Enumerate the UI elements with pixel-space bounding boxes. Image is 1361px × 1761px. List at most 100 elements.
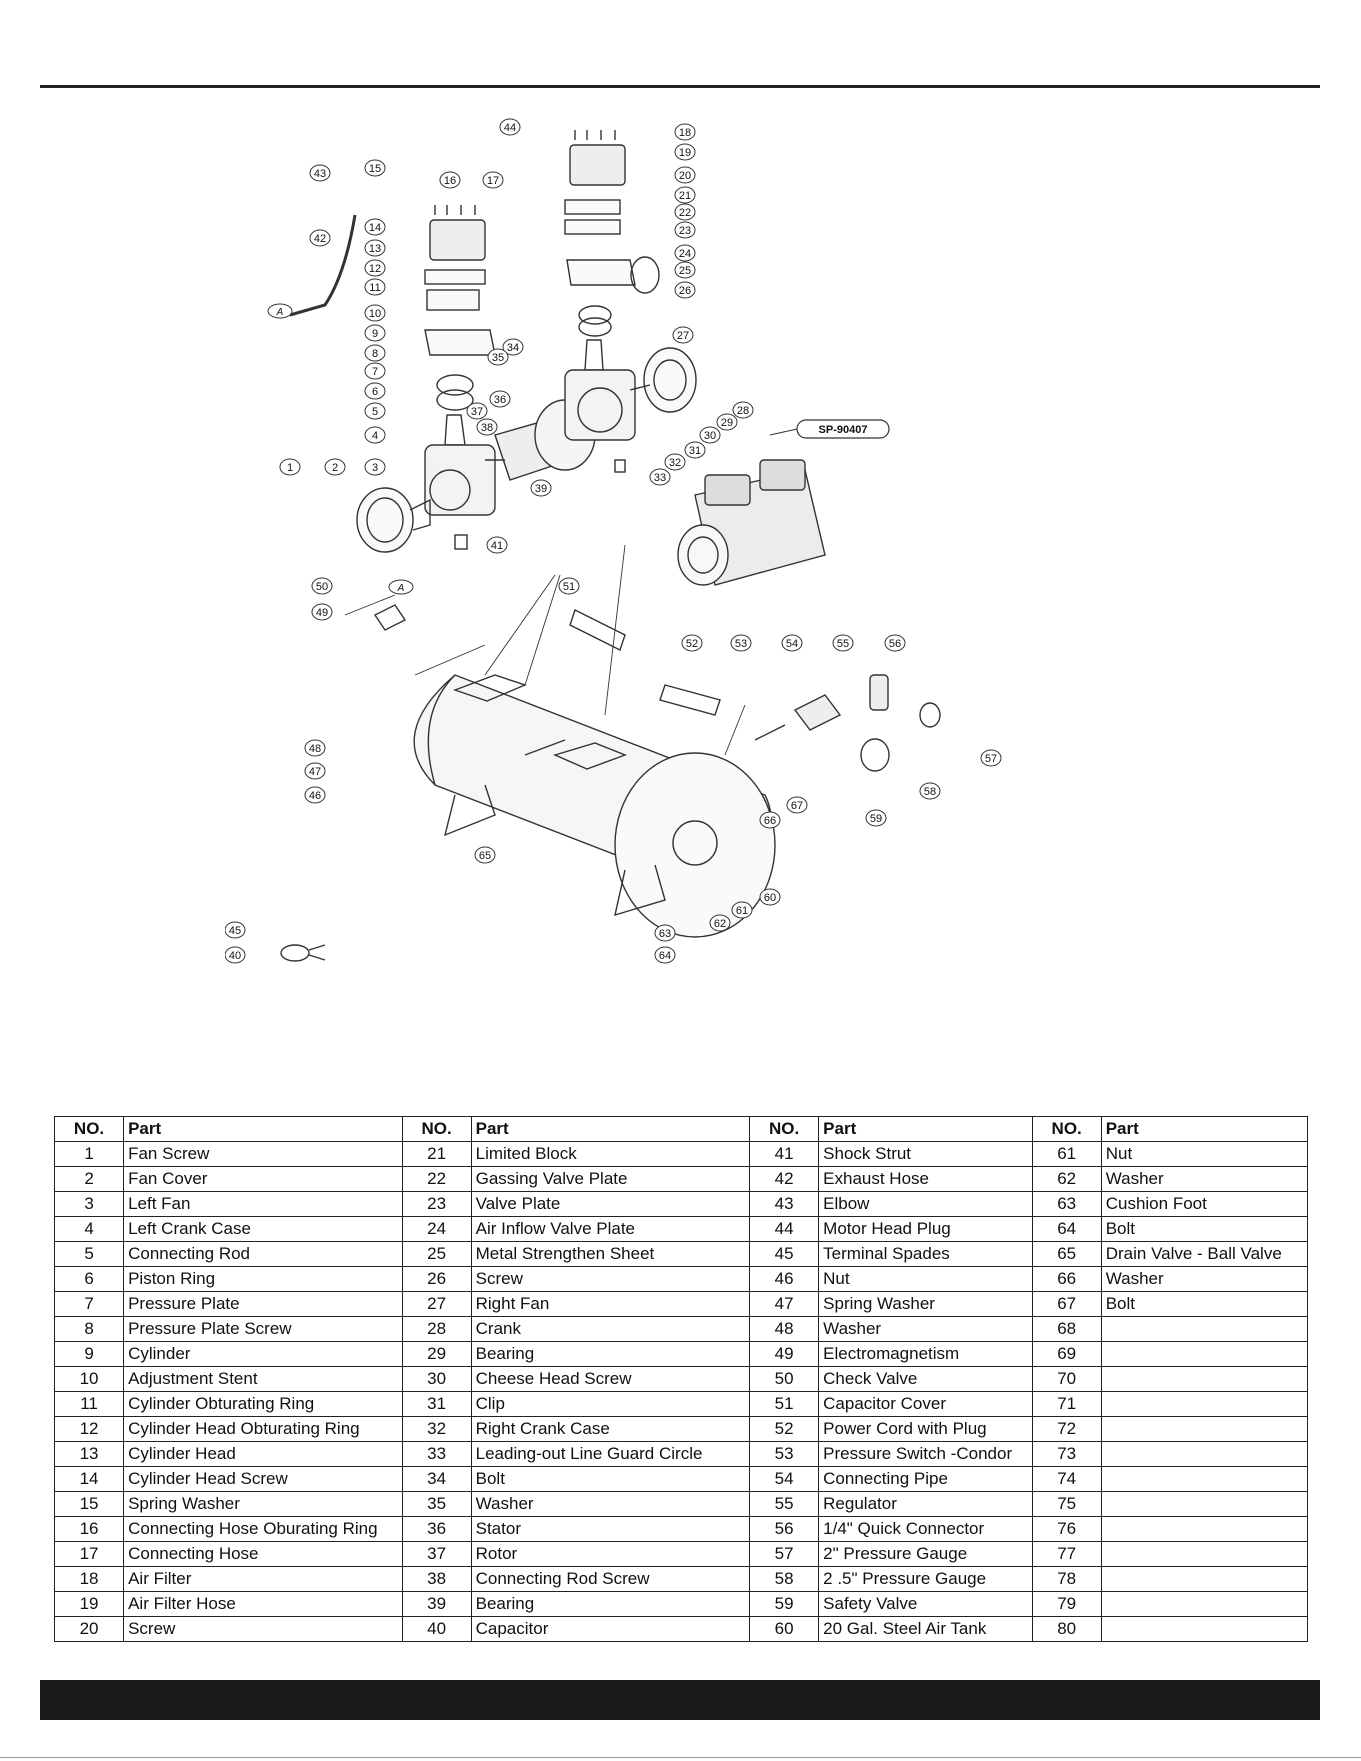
svg-text:12: 12 [369, 263, 381, 275]
header-no: NO. [1031, 1116, 1102, 1142]
part-name-cell: Stator [470, 1516, 751, 1542]
part-number-cell: 19 [53, 1591, 125, 1617]
part-name-cell [1100, 1441, 1309, 1467]
part-name-cell: 2" Pressure Gauge [818, 1541, 1033, 1567]
svg-text:41: 41 [491, 540, 503, 552]
svg-text:14: 14 [369, 222, 381, 234]
part-name-cell: Safety Valve [818, 1591, 1033, 1617]
part-name-cell: Limited Block [470, 1141, 751, 1167]
part-name-cell: Cylinder Head [123, 1441, 403, 1467]
callout-26: 26 [674, 281, 696, 299]
svg-text:61: 61 [736, 905, 748, 917]
part-number-cell: 47 [749, 1291, 820, 1317]
part-number-cell: 56 [749, 1516, 820, 1542]
part-number-cell: 24 [401, 1216, 472, 1242]
part-number-cell: 25 [401, 1241, 472, 1267]
svg-text:60: 60 [764, 892, 776, 904]
callout-44: 44 [499, 118, 521, 136]
header-no: NO. [53, 1116, 125, 1142]
callout-22: 22 [674, 203, 696, 221]
part-number-cell: 70 [1031, 1366, 1102, 1392]
part-number-cell: 13 [53, 1441, 125, 1467]
part-number-cell: 57 [749, 1541, 820, 1567]
part-name-cell: Electromagnetism [818, 1341, 1033, 1367]
svg-text:A: A [397, 583, 405, 594]
svg-text:18: 18 [679, 127, 691, 139]
callout-60: 60 [759, 888, 781, 906]
table-header-row: NO. Part NO. Part NO. Part NO. Part [53, 1116, 1309, 1142]
part-name-cell: Bearing [470, 1591, 751, 1617]
part-number-cell: 22 [401, 1166, 472, 1192]
part-number-cell: 72 [1031, 1416, 1102, 1442]
part-name-cell: Air Filter Hose [123, 1591, 403, 1617]
callout-48: 48 [304, 739, 326, 757]
part-number-cell: 37 [401, 1541, 472, 1567]
part-name-cell: 2 .5" Pressure Gauge [818, 1566, 1033, 1592]
svg-text:10: 10 [369, 308, 381, 320]
callout-57: 57 [980, 749, 1002, 767]
svg-text:37: 37 [471, 406, 483, 418]
callout-64: 64 [654, 946, 676, 964]
part-number-cell: 8 [53, 1316, 125, 1342]
part-number-cell: 68 [1031, 1316, 1102, 1342]
part-name-cell: Connecting Rod [123, 1241, 403, 1267]
callout-27: 27 [672, 326, 694, 344]
callout-59: 59 [865, 809, 887, 827]
header-part: Part [1100, 1116, 1309, 1142]
part-name-cell: Spring Washer [818, 1291, 1033, 1317]
part-name-cell: Pressure Plate [123, 1291, 403, 1317]
callout-8: 8 [364, 344, 386, 362]
part-name-cell: Connecting Rod Screw [470, 1566, 751, 1592]
svg-text:56: 56 [889, 638, 901, 650]
part-number-cell: 61 [1031, 1141, 1102, 1167]
part-name-cell: Washer [818, 1316, 1033, 1342]
callout-49: 49 [311, 603, 333, 621]
part-name-cell: Screw [470, 1266, 751, 1292]
exhaust-hose [289, 214, 357, 317]
callout-23: 23 [674, 221, 696, 239]
svg-text:13: 13 [369, 243, 381, 255]
svg-text:2: 2 [332, 462, 338, 474]
svg-text:47: 47 [309, 766, 321, 778]
part-name-cell [1100, 1516, 1309, 1542]
part-name-cell: Bolt [470, 1466, 751, 1492]
part-number-cell: 6 [53, 1266, 125, 1292]
footer-bar [40, 1680, 1320, 1720]
part-name-cell: Air Inflow Valve Plate [470, 1216, 751, 1242]
svg-text:24: 24 [679, 248, 691, 260]
callout-34: 34 [502, 338, 524, 356]
part-number-cell: 75 [1031, 1491, 1102, 1517]
part-name-cell: Check Valve [818, 1366, 1033, 1392]
part-number-cell: 51 [749, 1391, 820, 1417]
callout-58: 58 [919, 782, 941, 800]
callout-62: 62 [709, 914, 731, 932]
callout-19: 19 [674, 143, 696, 161]
part-number-cell: 63 [1031, 1191, 1102, 1217]
svg-text:62: 62 [714, 918, 726, 930]
part-name-cell: Pressure Plate Screw [123, 1316, 403, 1342]
svg-text:25: 25 [679, 265, 691, 277]
callout-67: 67 [786, 796, 808, 814]
part-name-cell [1100, 1566, 1309, 1592]
svg-text:52: 52 [686, 638, 698, 650]
svg-text:17: 17 [487, 175, 499, 187]
part-number-cell: 3 [53, 1191, 125, 1217]
part-name-cell: Adjustment Stent [123, 1366, 403, 1392]
svg-text:27: 27 [677, 330, 689, 342]
callout-25: 25 [674, 261, 696, 279]
pressure-control-assembly [754, 674, 941, 772]
part-number-cell: 5 [53, 1241, 125, 1267]
svg-text:66: 66 [764, 815, 776, 827]
svg-text:15: 15 [369, 163, 381, 175]
part-number-cell: 53 [749, 1441, 820, 1467]
callout-5: 5 [364, 402, 386, 420]
svg-text:20: 20 [679, 170, 691, 182]
svg-text:54: 54 [786, 638, 798, 650]
svg-text:50: 50 [316, 581, 328, 593]
callout-46: 46 [304, 786, 326, 804]
part-name-cell: Crank [470, 1316, 751, 1342]
